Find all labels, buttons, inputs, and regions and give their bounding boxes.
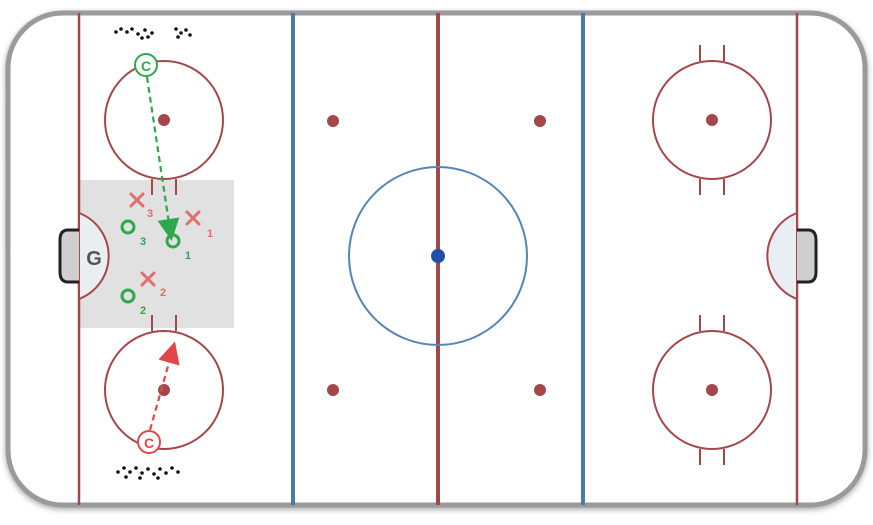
green-pass-arrow	[145, 76, 180, 241]
red-player-x1	[185, 210, 201, 226]
red-player-x2-number: 2	[160, 287, 166, 299]
green-player-o3-number: 3	[140, 236, 146, 248]
faceoff-circle-left-top	[104, 60, 224, 195]
neutral-dot-bottom-left	[327, 384, 339, 396]
puck-pile-top	[114, 27, 192, 40]
faceoff-circle-left-bottom	[104, 315, 224, 450]
neutral-dot-bottom-right	[534, 384, 546, 396]
green-player-o2	[120, 288, 136, 304]
goalie-label: G	[86, 248, 102, 270]
faceoff-circle-right-top	[652, 45, 772, 195]
right-goal-crease	[766, 211, 798, 301]
neutral-dot-top-left	[327, 115, 339, 127]
neutral-dot-top-right	[534, 115, 546, 127]
faceoff-circle-right-bottom	[652, 315, 772, 465]
puck-pile-bottom	[116, 466, 180, 480]
green-player-o2-number: 2	[140, 305, 146, 317]
center-circle	[348, 166, 528, 346]
green-player-o1	[165, 233, 181, 249]
red-player-x3	[129, 192, 145, 208]
red-pass-arrow	[148, 341, 180, 431]
coach-top: C	[134, 53, 158, 77]
green-player-o3	[120, 219, 136, 235]
green-player-o1-number: 1	[185, 250, 191, 262]
svg-text:C: C	[144, 435, 154, 451]
coach-bottom: C	[137, 430, 161, 454]
red-player-x1-number: 1	[207, 228, 213, 240]
red-player-x3-number: 3	[147, 208, 153, 220]
left-goal-net	[58, 228, 79, 284]
svg-text:C: C	[141, 58, 151, 74]
center-faceoff-dot	[431, 249, 445, 263]
right-goal-net	[797, 228, 818, 284]
left-goal-crease	[78, 211, 110, 301]
red-player-x2	[140, 271, 156, 287]
